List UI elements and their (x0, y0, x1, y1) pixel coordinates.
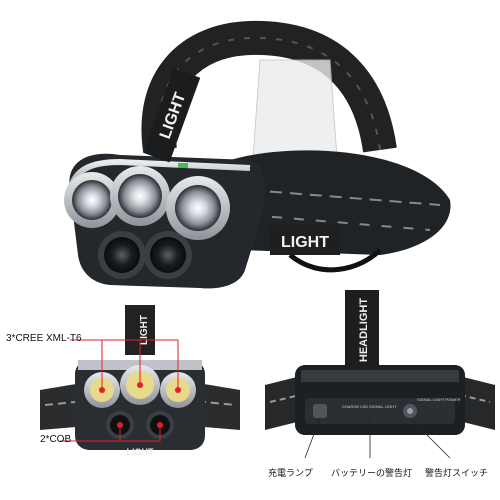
marker-dot (157, 422, 163, 428)
signal-light-label: SIGNAL LIGHT (369, 404, 397, 409)
marker-dot (137, 382, 143, 388)
svg-text:LIGHT: LIGHT (139, 315, 150, 345)
svg-text:LIGHT: LIGHT (281, 234, 329, 251)
svg-text:LIGHT: LIGHT (127, 447, 154, 457)
signal-power-label: SIGNAL LIGHT POWER (417, 397, 461, 402)
front-view-photo: LIGHT LIGHT (40, 305, 240, 465)
rear-view-photo: HEADLIGHT CHARGE LED SIGNAL LIGHT SIGNAL… (265, 290, 495, 460)
main-headlamp-photo: LIGHT LIGHT (64, 20, 451, 289)
warning-switch-label: 警告灯スイッチ (425, 469, 489, 479)
battery-warning-label: バッテリーの警告灯 (331, 469, 413, 479)
charge-led-indicator (313, 404, 327, 418)
top-strap-text: HEADLIGHT (358, 298, 370, 362)
marker-dot (117, 422, 123, 428)
charge-led-label: CHARGE LED (342, 404, 368, 409)
charge-lamp-label: 充電ランプ (268, 469, 313, 479)
cree-callout-label: 3*CREE XML-T6 (6, 333, 82, 344)
marker-dot (99, 387, 105, 393)
marker-dot (175, 387, 181, 393)
cob-callout-label: 2*COB (40, 434, 72, 445)
